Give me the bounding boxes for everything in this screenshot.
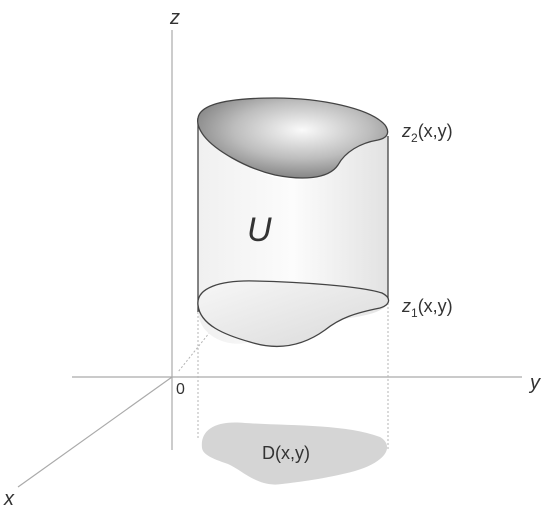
top-surface (197, 97, 389, 179)
z-axis-label: z (169, 7, 180, 29)
y-axis-label: y (528, 372, 541, 394)
bottom-surface (197, 280, 390, 348)
origin-label: 0 (176, 381, 185, 398)
top-surface-label: z2(x,y) (401, 121, 453, 145)
x-axis (17, 376, 173, 488)
bottom-surface-label: z1(x,y) (401, 296, 453, 320)
projection-line-diagonal (177, 331, 211, 373)
region-label: U (247, 211, 272, 249)
domain-label: D(x,y) (262, 443, 310, 463)
domain-region (201, 422, 388, 485)
x-axis-label: x (3, 488, 15, 510)
